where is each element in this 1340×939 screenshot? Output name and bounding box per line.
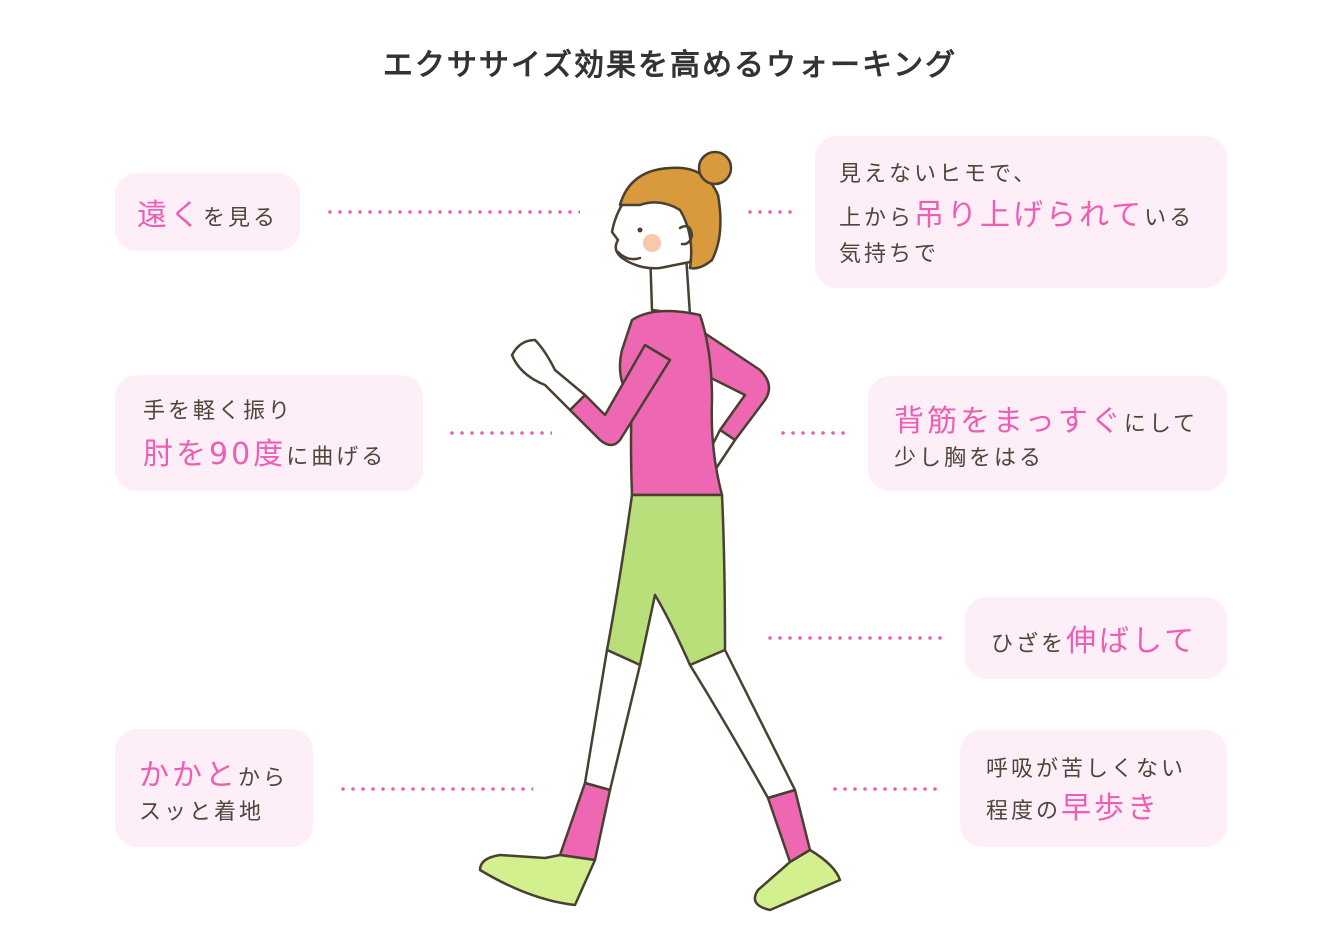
leader-line-arms [447,431,552,435]
tip-text: 少し胸をはる [894,445,1045,471]
leader-line-string [745,210,793,214]
tip-highlight: 吊り上げられて [914,198,1145,233]
tip-text: にして [1123,411,1199,437]
page-title: エクササイズ効果を高めるウォーキング [382,48,958,83]
walking-woman-illustration [478,150,842,912]
tip-string: 見えないヒモで、 上から吊り上げられている 気持ちで [815,136,1227,288]
tip-text: を見る [203,206,279,231]
tip-text: 見えないヒモで、 [839,162,1039,187]
tip-highlight: 早歩き [1061,790,1161,826]
tip-back: 背筋をまっすぐにして 少し胸をはる [868,376,1227,491]
leader-line-look-far [325,210,580,214]
leader-line-pace [830,787,938,791]
tip-pace: 呼吸が苦しくない 程度の早歩き [960,730,1227,847]
leader-line-heel [338,787,533,791]
tip-text: 手を軽く振り [143,399,294,424]
tip-look-far: 遠くを見る [115,173,300,251]
tip-highlight: 伸ばして [1066,624,1198,659]
tip-highlight: 背筋をまっすぐ [894,403,1124,439]
tip-text: いる [1144,206,1195,231]
tip-knees: ひざを伸ばして [965,597,1227,679]
tip-text: に曲げる [286,445,387,470]
tip-highlight: 肘を90度 [143,437,287,472]
leader-line-back [778,431,846,435]
tip-text: 上から [839,206,915,231]
tip-text: スッと着地 [139,800,265,825]
tip-arms: 手を軽く振り 肘を90度に曲げる [115,375,423,491]
tip-highlight: かかと [139,758,238,793]
tip-text: 呼吸が苦しくない [986,756,1187,782]
leader-line-knees [765,636,943,640]
tip-text: 程度の [986,798,1062,824]
tip-text: 気持ちで [839,242,940,267]
tip-text: から [238,766,289,791]
tip-heel: かかとから スッと着地 [115,729,313,847]
tip-text: ひざを [991,632,1067,657]
tip-highlight: 遠く [137,198,203,233]
